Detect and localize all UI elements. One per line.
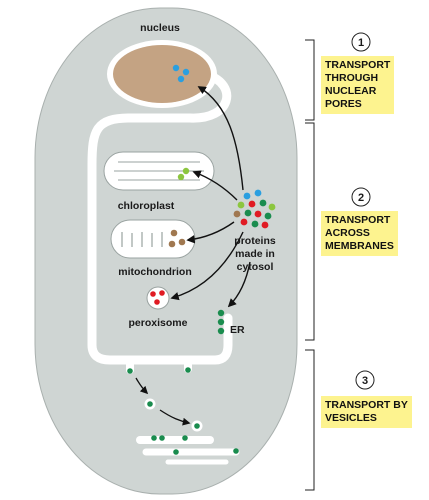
- label-peroxisome: peroxisome: [129, 317, 188, 329]
- nucleus-proteins: [172, 64, 190, 83]
- arrow-to-nucleus: [197, 86, 244, 191]
- peroxisome: [146, 286, 170, 310]
- label-nucleus: nucleus: [140, 22, 180, 34]
- label-mitochondrion: mitochondrion: [118, 266, 192, 278]
- chloroplast: [103, 151, 215, 191]
- vesicle-2: [191, 420, 203, 432]
- cytosol-protein-cluster: [233, 189, 276, 229]
- mitochondrion: [110, 219, 196, 259]
- golgi-stacks: [136, 435, 240, 465]
- step-3-number: 3: [355, 370, 375, 390]
- bracket-1: [305, 39, 315, 121]
- bracket-3: [305, 349, 315, 491]
- label-proteins-line1: proteins: [234, 235, 276, 247]
- step-2-number: 2: [351, 187, 371, 207]
- arrow-to-mitochondrion: [186, 221, 235, 244]
- svg-text:1: 1: [358, 37, 364, 49]
- label-chloroplast: chloroplast: [118, 200, 175, 212]
- arrow-vesicle-2: [159, 409, 191, 426]
- label-proteins-line3: cytosol: [237, 261, 274, 273]
- bracket-2: [305, 122, 315, 341]
- arrow-to-peroxisome: [170, 231, 244, 301]
- nucleus: [107, 40, 217, 108]
- arrow-vesicle-1: [135, 377, 149, 395]
- er-proteins: [217, 309, 225, 335]
- step-1-number: 1: [351, 32, 371, 52]
- step-3-label: TRANSPORT BY VESICLES: [321, 396, 412, 428]
- arrow-to-er: [227, 261, 251, 308]
- vesicle-1: [144, 398, 156, 410]
- label-er: ER: [230, 324, 245, 336]
- er-buds: [126, 356, 192, 374]
- svg-text:2: 2: [358, 192, 364, 204]
- step-1-label: TRANSPORT THROUGH NUCLEAR PORES: [321, 56, 395, 114]
- label-proteins-line2: made in: [235, 248, 275, 260]
- arrow-to-chloroplast: [192, 170, 238, 201]
- step-2-label: TRANSPORT ACROSS MEMBRANES: [321, 211, 398, 256]
- svg-text:3: 3: [362, 375, 368, 387]
